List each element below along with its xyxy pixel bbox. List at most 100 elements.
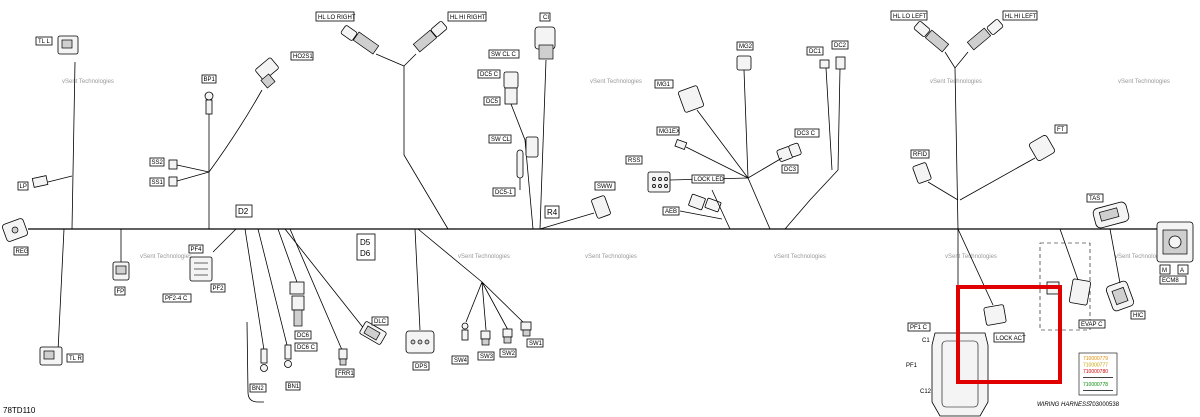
- mg2-label: MG2: [739, 44, 753, 50]
- sw-cl-label: SW CL: [491, 137, 511, 143]
- rss-connector: [647, 171, 671, 193]
- sw3-label: SW3: [480, 354, 494, 360]
- dps-label: DPS: [415, 364, 427, 370]
- watermark: vSent Technologies: [930, 79, 982, 85]
- r4-label-box: [544, 205, 560, 219]
- frr1-connector: [338, 348, 348, 366]
- wire: [927, 181, 959, 201]
- wire: [375, 53, 405, 67]
- watermark: vSent Technologies: [774, 254, 826, 260]
- sww-connector: [591, 195, 611, 219]
- watermark: vSent Technologies: [590, 79, 642, 85]
- wire: [747, 169, 839, 230]
- hic-connector: [1105, 280, 1135, 312]
- legend-code: 710000778: [1083, 382, 1108, 388]
- a-label: A: [1180, 268, 1184, 274]
- mg2-connector: [736, 55, 752, 71]
- reg-label-box: [13, 246, 29, 256]
- sw-cl-c-label-box: [488, 49, 520, 59]
- sw2-label-box: [499, 348, 517, 358]
- bn1-label-box: [285, 381, 301, 391]
- sww-label: SWW: [597, 184, 613, 190]
- dc6-label: DC6: [297, 333, 310, 339]
- sww-label-box: [594, 181, 616, 191]
- wire: [71, 61, 76, 230]
- watermark: vSent Technologies: [140, 254, 192, 260]
- pf2-4-c-label: PF2-4 C: [165, 296, 188, 302]
- hl-lo-left-label-box: [890, 10, 928, 21]
- legend-code: 710000779: [1083, 356, 1108, 362]
- legend-code: 710000780: [1083, 369, 1108, 375]
- evap-c-label: EVAP C: [1081, 322, 1103, 328]
- wire: [685, 146, 749, 179]
- bp1-terminal: [204, 91, 214, 115]
- m-label: M: [1162, 268, 1167, 274]
- lock-act-label: LOCK ACT: [996, 336, 1026, 342]
- wire: [539, 59, 547, 230]
- tas-label: TAS: [1089, 196, 1100, 202]
- d5-label: D5: [360, 238, 371, 247]
- wire: [696, 109, 749, 179]
- watermark: vSent Technologies: [1115, 254, 1167, 260]
- mg1ex-label: MG1EX: [659, 129, 680, 135]
- pf1-label: PF1: [906, 363, 918, 369]
- hl-hi-right-label: HL HI RIGHT: [450, 15, 486, 21]
- pf1-c-label-box: [907, 322, 931, 332]
- wire: [539, 212, 595, 230]
- sw-cl-label-box: [488, 134, 512, 144]
- wire: [212, 228, 237, 253]
- sw2-switch: [502, 328, 513, 344]
- tas-connector: [1092, 201, 1130, 229]
- dc6-c-label: DC6 C: [297, 345, 316, 351]
- d5-d6-label-box: [356, 233, 376, 261]
- wire: [244, 228, 265, 351]
- wire: [403, 53, 449, 230]
- dc5-connector: [503, 71, 519, 105]
- aeb-label: AEB: [665, 209, 677, 215]
- dc3-label: DC3: [784, 167, 797, 173]
- ss1-label-box: [149, 177, 165, 187]
- lock-act-connector: [983, 304, 1007, 326]
- lock-led-label-box: [691, 174, 725, 184]
- wire: [208, 89, 263, 173]
- tl-r-label-box: [66, 353, 84, 363]
- a-label-box: [1177, 264, 1189, 275]
- mg1-label: MG1: [657, 82, 671, 88]
- ss2-label-box: [149, 157, 165, 167]
- aeb-label-box: [662, 206, 680, 216]
- ft-label: FT: [1057, 127, 1065, 133]
- lp-label: LP: [20, 184, 27, 190]
- dc5-1-connector: [516, 149, 524, 179]
- rfid-label: RFID: [913, 152, 928, 158]
- sw4-label: SW4: [454, 358, 468, 364]
- d6-label: D6: [360, 249, 371, 258]
- bn2-label-box: [249, 383, 267, 393]
- legend-code: 710000777: [1083, 363, 1108, 369]
- mg1-connector: [678, 85, 704, 113]
- ft-connector: [1029, 135, 1055, 161]
- hic-label: HIC: [1133, 313, 1144, 319]
- m-label-box: [1159, 264, 1171, 275]
- dc3-label-box: [781, 164, 799, 174]
- lp-label-box: [17, 181, 29, 191]
- ss1-label: SS1: [152, 180, 164, 186]
- wire: [417, 228, 483, 283]
- wire: [944, 51, 969, 230]
- rss-label-box: [625, 155, 643, 165]
- wire: [257, 228, 288, 346]
- dc5-label: DC5: [486, 99, 499, 105]
- ho2s1-label-box: [290, 51, 314, 61]
- wire: [246, 321, 264, 403]
- dc1-label-box: [806, 46, 824, 56]
- wire: [957, 228, 994, 306]
- bn1-terminal: [284, 344, 292, 368]
- dc6-c-label-box: [294, 342, 318, 352]
- wire: [510, 103, 534, 230]
- sw4-label-box: [451, 355, 469, 365]
- ecm8-label: ECM8: [1162, 278, 1179, 284]
- fp-label-box: [114, 286, 126, 296]
- dps-connector: [405, 330, 435, 354]
- dc5-c-label: DC5 C: [480, 72, 499, 78]
- dc2-connector: [835, 56, 846, 70]
